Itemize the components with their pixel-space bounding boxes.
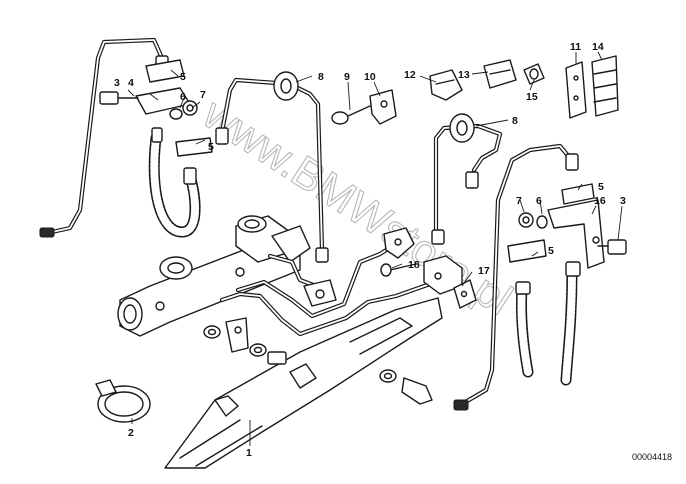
callout-11: 11 [570,41,581,53]
holder-11 [565,61,587,119]
callout-3-right: 3 [620,195,626,207]
callout-15: 15 [526,91,538,103]
clip-10 [369,89,397,125]
callout-17: 17 [478,265,490,277]
callout-10: 10 [364,71,376,83]
leader-lines [127,51,623,446]
steering-rack-shield [164,297,443,469]
callout-8-left: 8 [318,71,324,83]
bolt-9 [331,105,371,125]
callout-8-right: 8 [512,115,518,127]
holder-14 [591,55,619,117]
callout-5-left-top: 5 [180,71,186,83]
bracket-left [99,59,213,157]
callout-12: 12 [404,69,416,81]
callout-5-right-top: 5 [598,181,604,193]
grommet-8-right [449,113,475,143]
bracket-right [507,183,627,269]
callout-4: 4 [128,77,134,89]
callout-7-right: 7 [516,195,522,207]
callout-9: 9 [344,71,350,83]
callout-2: 2 [128,427,134,439]
callout-6-right: 6 [536,195,542,207]
hose-right-b [560,264,578,386]
callout-7-left: 7 [200,89,206,101]
hose-right-a [515,282,534,378]
callout-18: 18 [408,259,420,271]
lower-bolt [379,369,433,405]
hose-clamp-2 [95,379,151,423]
banjo-fitting-rack [203,279,337,365]
callout-13: 13 [458,69,470,81]
callout-1: 1 [246,447,252,459]
diagram-code: 00004418 [632,452,672,462]
clip-12 [429,69,463,101]
union-block [383,227,415,259]
hose-left [148,132,201,238]
clip-13 [483,59,517,89]
callout-16: 16 [594,195,606,207]
callout-3-left: 3 [114,77,120,89]
callout-5-left-bottom: 5 [208,141,214,153]
callout-labels: 1 2 3 4 5 6 7 8 9 10 12 13 15 11 14 8 7 … [114,41,626,459]
sleeve-15 [523,63,545,85]
bolt-18 [380,263,417,277]
callout-5-right-bottom: 5 [548,245,554,257]
callout-14: 14 [592,41,604,53]
steering-rack-body [117,215,311,337]
grommet-8-left [273,71,299,101]
callout-6-left: 6 [180,91,186,103]
